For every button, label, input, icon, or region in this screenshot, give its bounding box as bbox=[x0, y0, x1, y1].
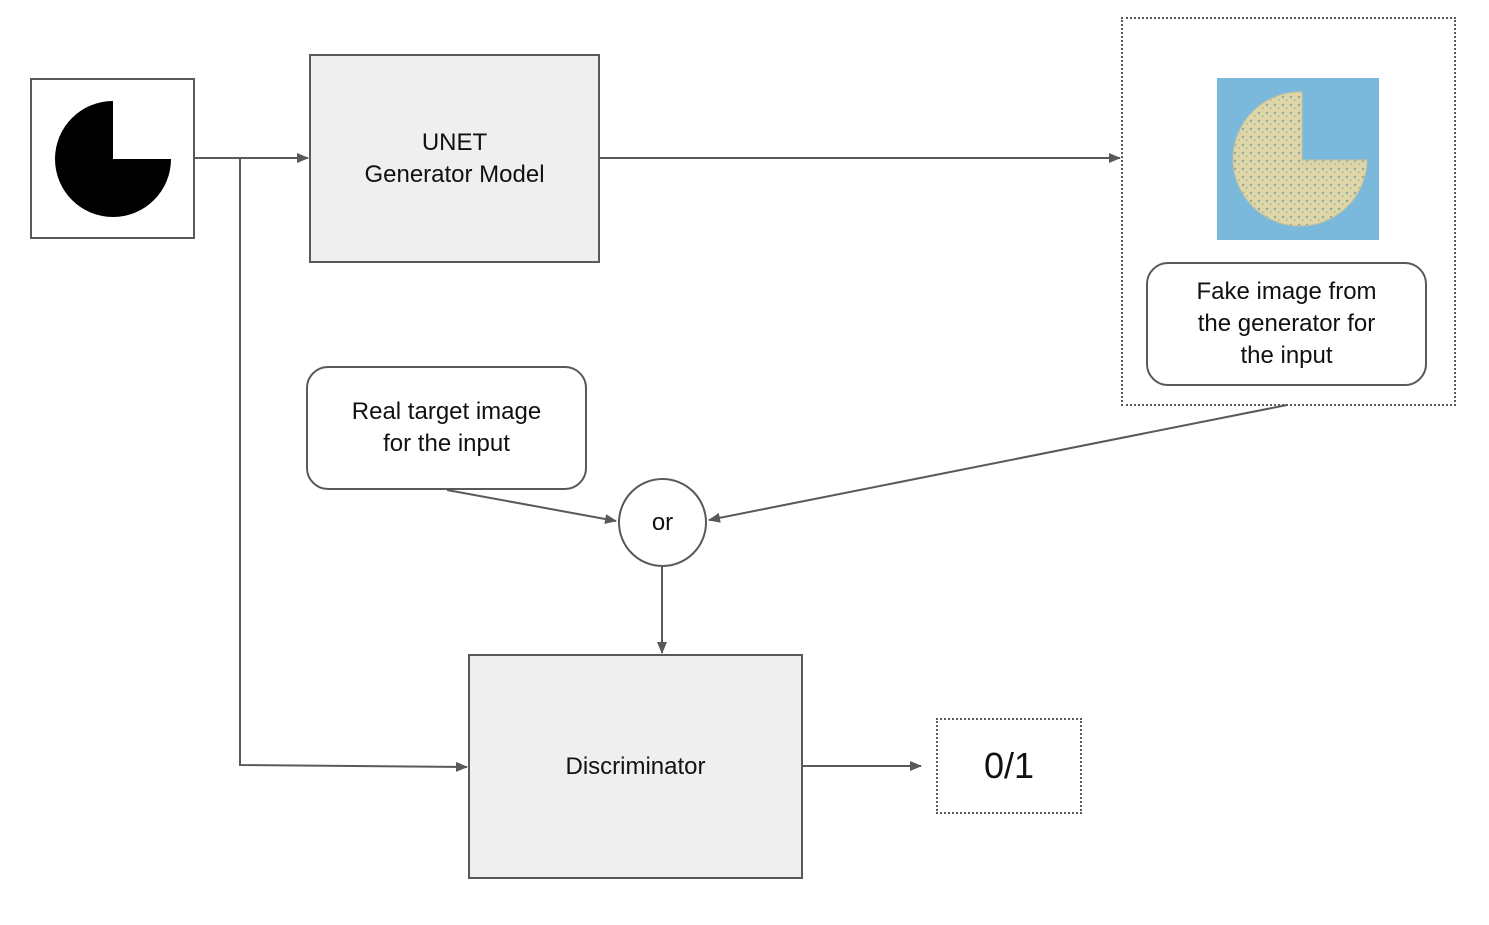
fake-label-line3: the input bbox=[1240, 342, 1333, 369]
generated-terrain-image-icon bbox=[1232, 91, 1368, 227]
input-image-box bbox=[30, 78, 195, 239]
discriminator-label: Discriminator bbox=[565, 752, 706, 780]
discriminator-box: Discriminator bbox=[468, 654, 803, 879]
edge-real-to-or bbox=[446, 489, 617, 524]
edge-fake-to-or bbox=[708, 404, 1288, 523]
real-target-line2: for the input bbox=[383, 430, 510, 457]
fake-image-group bbox=[1121, 17, 1456, 406]
output-box: 0/1 bbox=[936, 718, 1082, 814]
pie-mask-icon bbox=[54, 100, 171, 217]
real-target-line1: Real target image bbox=[351, 398, 542, 425]
generator-title: UNET bbox=[421, 128, 488, 156]
fake-label-line2: the generator for bbox=[1197, 310, 1376, 337]
or-label: or bbox=[651, 508, 674, 536]
generator-subtitle: Generator Model bbox=[364, 160, 545, 188]
or-junction: or bbox=[618, 478, 707, 567]
fake-label-line1: Fake image from bbox=[1196, 278, 1377, 305]
real-target-box: Real target image for the input bbox=[306, 366, 587, 490]
fake-image bbox=[1217, 78, 1379, 240]
edge-input-to-discriminator bbox=[239, 158, 468, 772]
output-label: 0/1 bbox=[983, 745, 1035, 786]
generator-model-box: UNET Generator Model bbox=[309, 54, 600, 263]
fake-image-label-box: Fake image from the generator for the in… bbox=[1146, 262, 1427, 386]
